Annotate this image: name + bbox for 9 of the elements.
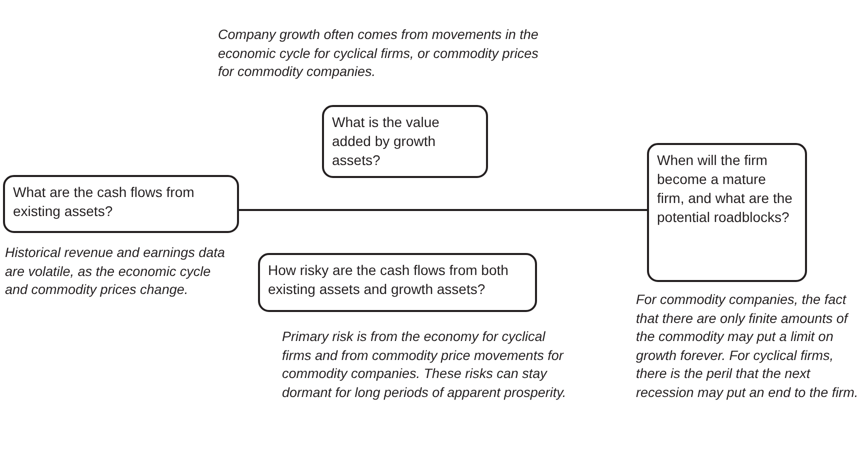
note-text: Company growth often comes from movements in the economic cycle for cyclical firms, or commodity prices for commodity companies. [218,26,540,81]
note-text: For commodity companies, the fact that there are only finite amounts of the commodity may put a limit on growth forever. For cyclical firms, there is the peril that the next recession may put an end to the firm. [636,291,860,402]
note-text: Primary risk is from the economy for cyclical firms and from commodity price movements for commodity companies. These risks can stay dormant for long periods of apparent prosperity. [282,328,567,402]
question-box: When will the firm become a mature firm, and what are the potential roadblocks? [647,143,807,282]
question-box: What is the value added by growth assets? [322,105,488,178]
question-box: What are the cash flows from existing assets? [3,175,239,233]
connector-line [239,209,647,211]
question-box: How risky are the cash flows from both existing assets and growth assets? [258,253,537,312]
note-text: Historical revenue and earnings data are volatile, as the economic cycle and commodity prices change. [5,244,226,299]
